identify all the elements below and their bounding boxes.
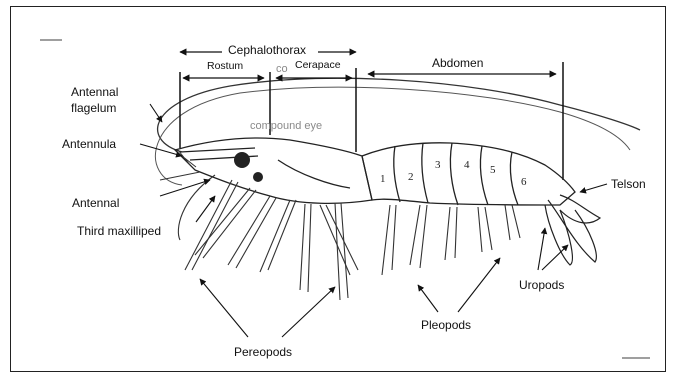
label-telson: Telson	[611, 177, 646, 191]
label-pereopods: Pereopods	[234, 345, 292, 359]
pleopods-arrow-left	[418, 285, 438, 312]
label-third-maxilliped: Third maxilliped	[77, 224, 161, 238]
pereopods-arrow-right	[282, 287, 335, 337]
antennal-flagellum-arc-2	[155, 87, 630, 185]
label-faint-co: co	[276, 63, 288, 75]
segment-number: 1	[380, 172, 386, 186]
antennal-flagelum-arrow	[150, 104, 162, 122]
label-uropods: Uropods	[519, 278, 564, 292]
telson-arrow	[580, 184, 607, 192]
pleopods-arrow-right	[458, 258, 500, 312]
label-pleopods: Pleopods	[421, 318, 471, 332]
label-cerapace: Cerapace	[295, 58, 341, 72]
pleopods-drawing	[382, 205, 520, 275]
label-antennal: Antennal	[72, 196, 119, 210]
pereopods-arrow-left	[200, 279, 248, 337]
antennal-arrow	[160, 180, 210, 196]
label-antennal-flagelum-line1: Antennal	[71, 85, 118, 99]
pointer-arrows	[140, 104, 607, 337]
uropods-arrow-left	[538, 228, 545, 270]
label-abdomen: Abdomen	[432, 56, 483, 70]
segment-number: 5	[490, 163, 496, 177]
segment-number: 2	[408, 170, 414, 184]
label-antennula: Antennula	[62, 137, 116, 151]
segment-number: 6	[521, 175, 527, 189]
label-antennal-flagelum-line2: flagelum	[71, 101, 116, 115]
abdomen-body	[362, 143, 575, 205]
compound-eye	[234, 152, 263, 182]
segment-number: 4	[464, 158, 470, 172]
pereopods-drawing	[178, 175, 358, 300]
label-compound-eye: compound eye	[250, 120, 322, 132]
carapace	[175, 138, 372, 203]
label-rostum: Rostum	[207, 59, 243, 73]
label-cephalothorax: Cephalothorax	[228, 43, 306, 57]
segment-number: 3	[435, 158, 441, 172]
